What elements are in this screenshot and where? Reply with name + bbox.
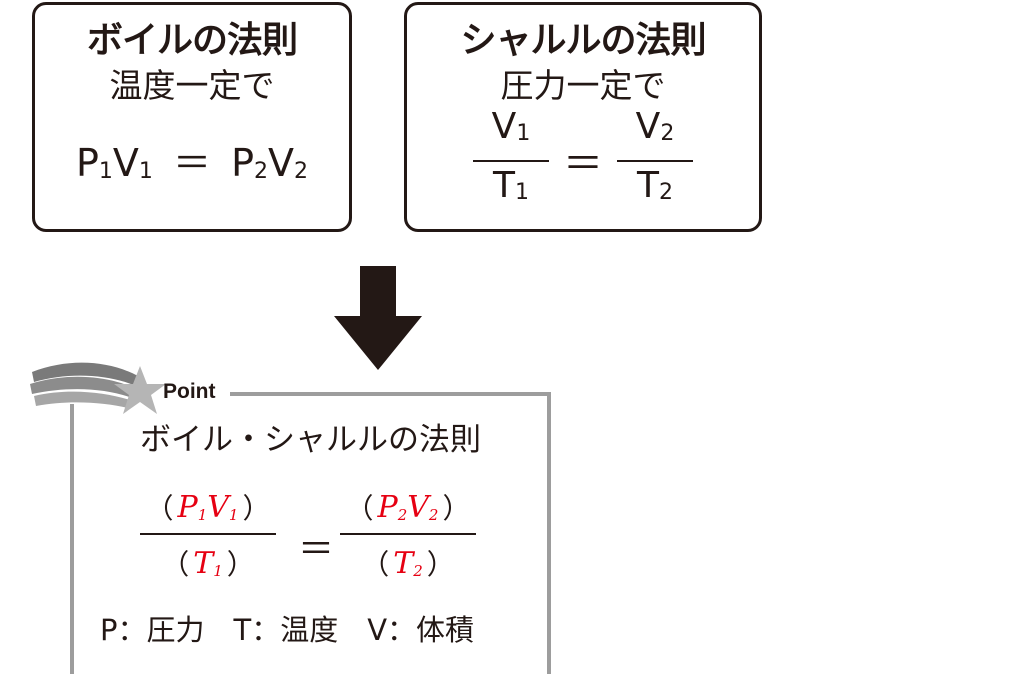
- charles-t1-sub: 1: [515, 180, 529, 205]
- handwritten-t1: T1: [193, 546, 223, 581]
- boyle-v1: V: [112, 141, 139, 185]
- combined-right-fraction: （ P2V2 ） （ T2 ）: [340, 484, 476, 586]
- hand-t1: T: [193, 545, 214, 581]
- shooting-star-icon: [30, 362, 166, 414]
- charles-v2: V: [635, 106, 661, 147]
- handwritten-t2: T2: [393, 546, 423, 581]
- hand-t2-sub: 2: [413, 561, 423, 580]
- charles-t2: T: [637, 165, 659, 206]
- hand-t2: T: [393, 545, 414, 581]
- hand-v2-sub: 2: [428, 505, 439, 524]
- boyle-p2: P: [231, 141, 255, 185]
- fraction-bar: [617, 160, 693, 162]
- charles-left-fraction: V1 T1: [473, 107, 549, 213]
- variable-legend: P：圧力 T：温度 V：体積: [100, 613, 475, 647]
- charles-t2-sub: 2: [659, 180, 673, 205]
- boyle-condition: 温度一定で: [109, 66, 275, 105]
- close-paren: ）: [442, 492, 471, 525]
- charles-v2-sub: 2: [660, 121, 675, 146]
- close-paren: ）: [226, 548, 255, 581]
- charles-eq-sign: ＝: [563, 141, 603, 187]
- fraction-bar: [140, 533, 276, 535]
- boyle-p2-sub: 2: [254, 159, 269, 184]
- charles-v1: V: [491, 106, 517, 147]
- combined-eq-sign: ＝: [298, 529, 335, 570]
- charles-v1-sub: 1: [516, 121, 531, 146]
- hand-v1-sub: 1: [228, 505, 239, 524]
- hand-v1: V: [207, 489, 229, 525]
- hand-p2: P: [377, 489, 398, 525]
- boyle-title: ボイルの法則: [86, 20, 298, 61]
- hand-p2-sub: 2: [397, 505, 408, 524]
- combined-law-formula: （ P1V1 ） （ T1 ） ＝ （ P2V2 ） （ T2 ）: [140, 484, 480, 594]
- boyle-eq-sign: ＝: [172, 141, 211, 185]
- boyle-equation: P1V1 ＝ P2V2: [35, 141, 349, 194]
- hand-p1-sub: 1: [197, 505, 208, 524]
- charles-condition: 圧力一定で: [500, 66, 666, 105]
- boyle-p1-sub: 1: [98, 159, 113, 184]
- charles-right-fraction: V2 T2: [617, 107, 693, 213]
- open-paren: （: [161, 548, 190, 581]
- boyle-v1-sub: 1: [138, 159, 153, 184]
- fraction-bar: [473, 160, 549, 162]
- point-label: Point: [163, 380, 216, 403]
- handwritten-p2v2: P2V2: [378, 490, 439, 525]
- boyle-law-box: ボイルの法則 温度一定で P1V1 ＝ P2V2: [32, 2, 352, 232]
- down-arrow-icon: [334, 266, 422, 370]
- boyle-v2-sub: 2: [294, 159, 309, 184]
- boyle-v2: V: [268, 141, 295, 185]
- open-paren: （: [345, 492, 374, 525]
- hand-v2: V: [407, 489, 429, 525]
- hand-p1: P: [177, 489, 198, 525]
- open-paren: （: [145, 492, 174, 525]
- close-paren: ）: [242, 492, 271, 525]
- charles-title: シャルルの法則: [460, 20, 706, 61]
- point-title: ボイル・シャルルの法則: [140, 422, 481, 458]
- fraction-bar: [340, 533, 476, 535]
- handwritten-p1v1: P1V1: [178, 490, 239, 525]
- charles-t1: T: [493, 165, 515, 206]
- hand-t1-sub: 1: [213, 561, 223, 580]
- combined-left-fraction: （ P1V1 ） （ T1 ）: [140, 484, 276, 586]
- close-paren: ）: [426, 548, 455, 581]
- open-paren: （: [361, 548, 390, 581]
- charles-law-box: シャルルの法則 圧力一定で V1 T1 ＝ V2 T2: [404, 2, 762, 232]
- boyle-p1: P: [75, 141, 99, 185]
- charles-equation: V1 T1 ＝ V2 T2: [407, 107, 759, 213]
